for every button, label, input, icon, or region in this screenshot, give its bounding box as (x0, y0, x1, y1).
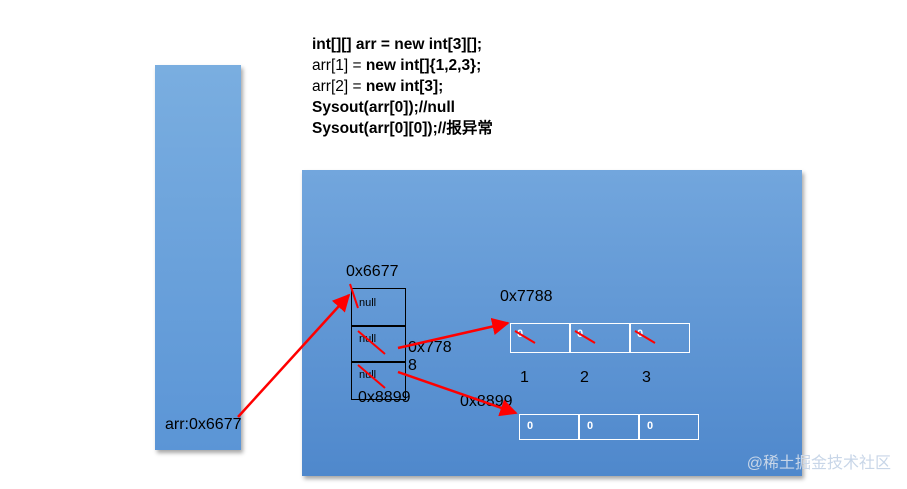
outer-array-cell-2-new-ref: 0x8899 (358, 389, 411, 406)
code-line-2: arr[1] = new int[]{1,2,3}; (312, 55, 493, 76)
outer-array-cell-0 (351, 288, 406, 326)
code-line-3-lhs: arr[2] = (312, 78, 366, 95)
array-1-new-value-2: 3 (642, 369, 651, 386)
array-1-cell-1 (570, 323, 630, 353)
outer-array-address: 0x6677 (346, 263, 399, 280)
array-1-address: 0x7788 (500, 288, 553, 305)
strike-array-1-cell-1 (574, 330, 596, 344)
code-snippet: int[][] arr = new int[3][]; arr[1] = new… (312, 34, 493, 139)
array-2-cell-0-value: 0 (527, 420, 534, 432)
outer-array-cell-0-value: null (359, 297, 377, 309)
array-2-cell-1 (579, 414, 639, 440)
array-1-new-value-0: 1 (520, 369, 529, 386)
code-line-3-rhs: new int[3]; (365, 78, 444, 95)
strike-array-1-cell-0 (514, 330, 536, 344)
code-line-4: Sysout(arr[0]);//null (312, 99, 455, 116)
arrow-stack-to-outer-array (237, 293, 351, 418)
array-1-cell-0 (510, 323, 570, 353)
code-line-1: int[][] arr = new int[3][]; (312, 36, 483, 53)
array-2-cell-0 (519, 414, 579, 440)
code-line-2-rhs: new int[]{1,2,3}; (365, 57, 482, 74)
outer-array-cell-2 (351, 362, 406, 400)
arrow-cell-2-to-array-2 (397, 370, 518, 417)
stack-variable-arr: arr:0x6677 (165, 416, 242, 433)
array-2-cell-2 (639, 414, 699, 440)
code-line-3: arr[2] = new int[3]; (312, 76, 493, 97)
strike-outer-cell-1 (357, 330, 386, 355)
watermark: @稀土掘金技术社区 (746, 455, 891, 472)
array-2-cell-2-value: 0 (647, 420, 654, 432)
code-line-2-lhs: arr[1] = (312, 57, 366, 74)
array-1-new-value-1: 2 (580, 369, 589, 386)
strike-outer-cell-2 (357, 364, 386, 389)
array-1-cell-2 (630, 323, 690, 353)
strike-array-1-cell-2 (634, 330, 656, 344)
arrow-cell-1-to-array-1 (397, 317, 510, 350)
strike-outer-cell-0 (349, 283, 359, 309)
stack-region (155, 65, 241, 450)
code-line-5: Sysout(arr[0][0]);//报异常 (312, 120, 493, 137)
outer-array-cell-1 (351, 326, 406, 362)
array-2-cell-1-value: 0 (587, 420, 594, 432)
